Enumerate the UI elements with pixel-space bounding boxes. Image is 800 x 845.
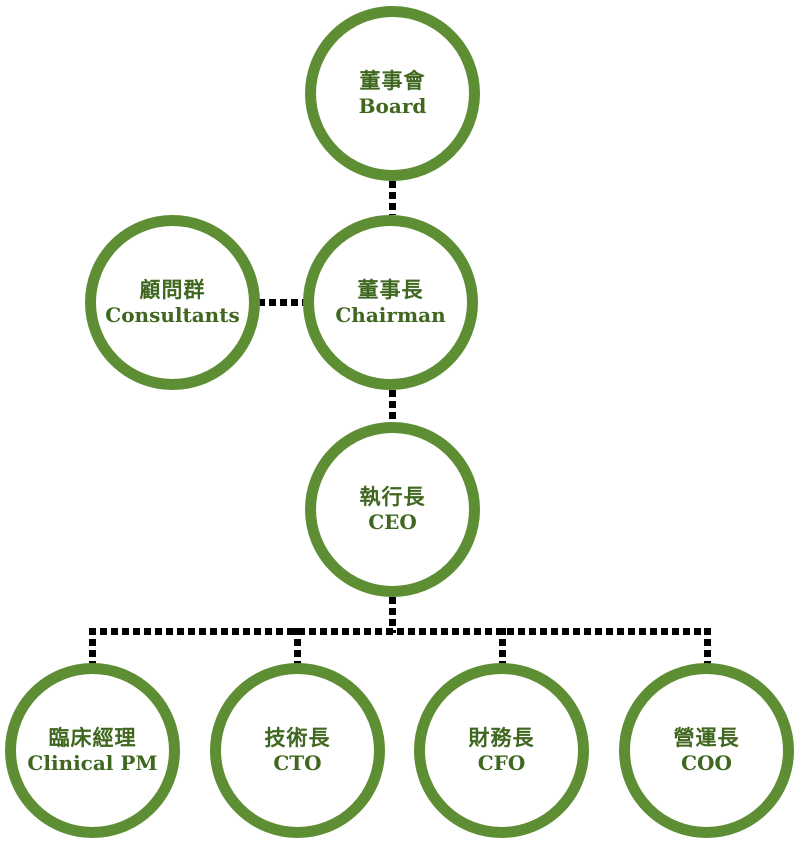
node-ceo-zh-label: 執行長	[359, 483, 426, 509]
node-cto: 技術長 CTO	[210, 663, 385, 838]
node-cfo-en-label: CFO	[477, 751, 526, 776]
connector-consultants-chairman	[258, 299, 306, 306]
connector-branch-clinical-pm	[89, 628, 96, 664]
node-cto-en-label: CTO	[273, 751, 322, 776]
node-consultants-en-label: Consultants	[105, 303, 240, 328]
node-clinical-pm-zh-label: 臨床經理	[48, 724, 137, 750]
connector-branch-cfo	[499, 628, 506, 664]
node-clinical-pm: 臨床經理 Clinical PM	[5, 663, 180, 838]
connector-board-chairman	[389, 181, 396, 215]
node-cto-zh-label: 技術長	[264, 724, 331, 750]
connector-branch-horizontal	[89, 628, 710, 635]
node-cfo: 財務長 CFO	[414, 663, 589, 838]
node-consultants-zh-label: 顧問群	[139, 276, 206, 302]
node-ceo-en-label: CEO	[368, 510, 417, 535]
node-cfo-zh-label: 財務長	[468, 724, 535, 750]
node-chairman: 董事長 Chairman	[303, 215, 478, 390]
connector-chairman-ceo	[389, 390, 396, 422]
node-chairman-en-label: Chairman	[335, 303, 446, 328]
connector-branch-coo	[704, 628, 711, 664]
node-board: 董事會 Board	[305, 6, 480, 181]
node-ceo: 執行長 CEO	[305, 422, 480, 597]
node-coo: 營運長 COO	[619, 663, 794, 838]
connector-ceo-branch	[389, 597, 396, 633]
node-clinical-pm-en-label: Clinical PM	[27, 751, 158, 776]
node-chairman-zh-label: 董事長	[357, 276, 424, 302]
node-coo-zh-label: 營運長	[673, 724, 740, 750]
node-consultants: 顧問群 Consultants	[85, 215, 260, 390]
node-board-en-label: Board	[358, 94, 427, 119]
connector-branch-cto	[294, 628, 301, 664]
node-board-zh-label: 董事會	[359, 67, 426, 93]
node-coo-en-label: COO	[681, 751, 732, 776]
